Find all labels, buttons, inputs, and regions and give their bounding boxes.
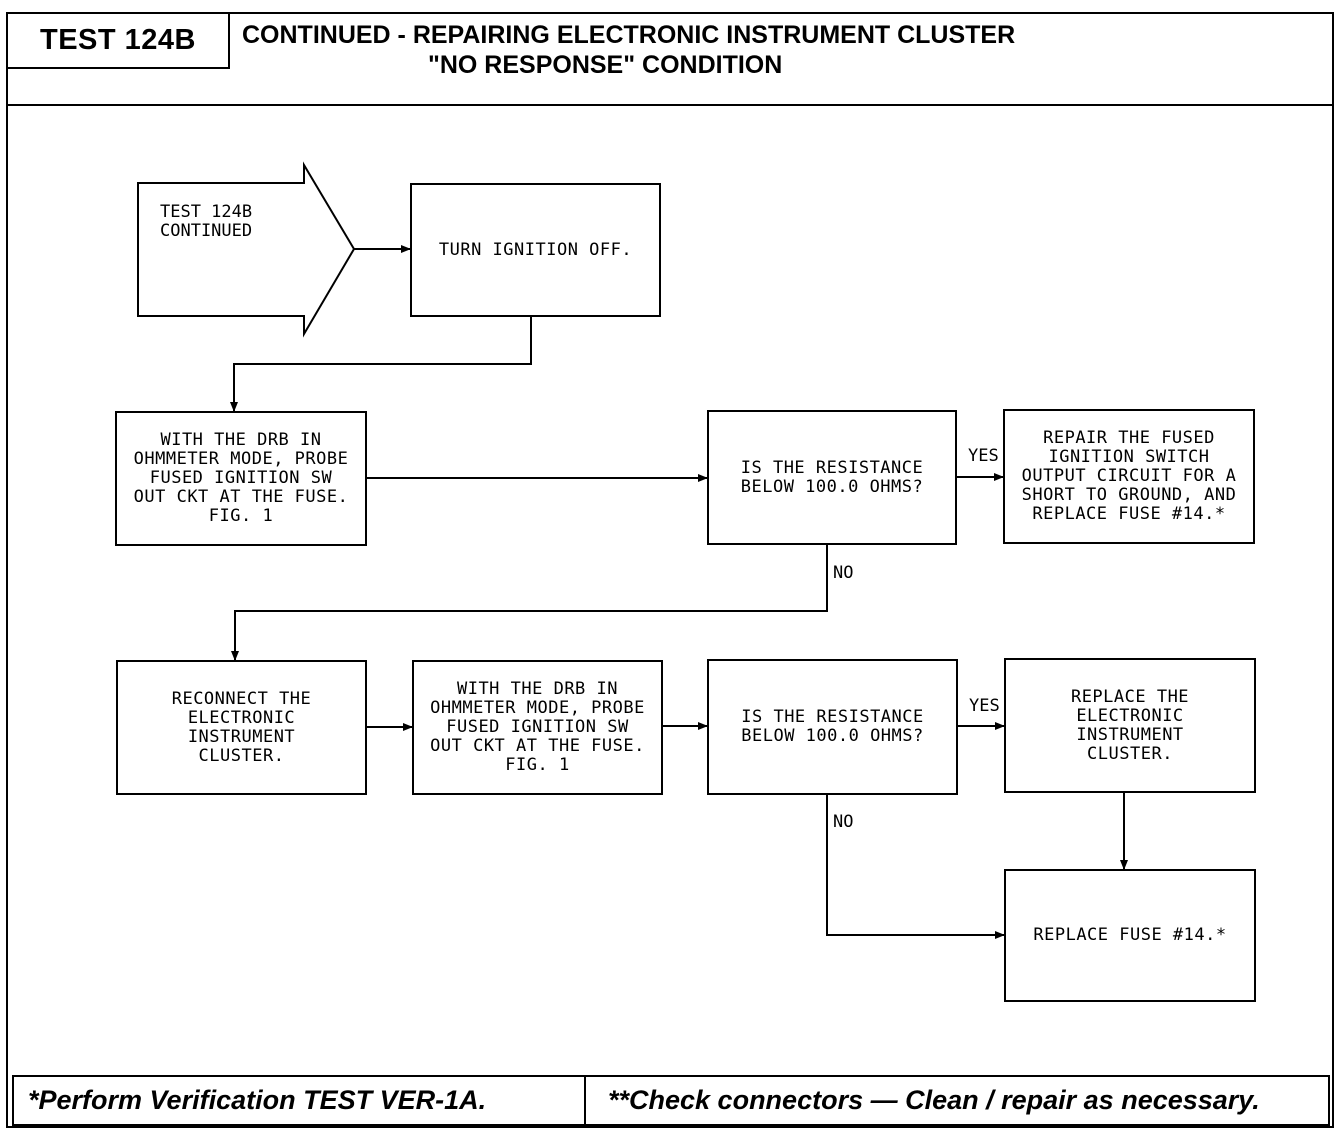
reconnect-cluster-text: RECONNECT THE ELECTRONIC INSTRUMENT CLUS… — [171, 688, 312, 766]
no-label-2: NO — [833, 812, 854, 832]
footer-verification-text: *Perform Verification TEST VER-1A. — [28, 1085, 487, 1115]
reconnect-cluster-box: RECONNECT THE ELECTRONIC INSTRUMENT CLUS… — [116, 660, 367, 795]
repair-circuit-box: REPAIR THE FUSED IGNITION SWITCH OUTPUT … — [1003, 409, 1255, 544]
footer-connectors-text: **Check connectors — Clean / repair as n… — [608, 1085, 1260, 1115]
footer-top-rule — [12, 1075, 1330, 1077]
connector-question2-no — [826, 794, 1005, 939]
resistance-question-text-1: IS THE RESISTANCE BELOW 100.0 OHMS? — [740, 457, 924, 497]
connector-turnoff-to-probe1 — [230, 316, 532, 412]
page-frame — [6, 12, 1334, 1128]
resistance-question-box-2: IS THE RESISTANCE BELOW 100.0 OHMS? — [707, 659, 958, 795]
header-divider — [6, 104, 1334, 106]
no-label-1: NO — [833, 563, 854, 583]
footer-bottom-rule — [12, 1124, 1330, 1126]
turn-ignition-off-text: TURN IGNITION OFF. — [438, 239, 633, 260]
yes-label-2: YES — [969, 696, 1000, 716]
start-arrow-shape — [137, 161, 356, 338]
footer-verification-note: *Perform Verification TEST VER-1A. — [12, 1077, 586, 1124]
probe-circuit-box-2: WITH THE DRB IN OHMMETER MODE, PROBE FUS… — [412, 660, 663, 795]
connector-question1-no — [231, 545, 828, 661]
repair-circuit-text: REPAIR THE FUSED IGNITION SWITCH OUTPUT … — [1021, 428, 1237, 524]
page-title: CONTINUED - REPAIRING ELECTRONIC INSTRUM… — [242, 20, 1015, 80]
resistance-question-box-1: IS THE RESISTANCE BELOW 100.0 OHMS? — [707, 410, 957, 545]
replace-fuse-text: REPLACE FUSE #14.* — [1033, 925, 1227, 945]
test-id-box: TEST 124B — [8, 14, 230, 69]
yes-label-1: YES — [968, 446, 999, 466]
title-line-2: "NO RESPONSE" CONDITION — [428, 51, 783, 79]
replace-cluster-box: REPLACE THE ELECTRONIC INSTRUMENT CLUSTE… — [1004, 658, 1256, 793]
probe-circuit-text-2: WITH THE DRB IN OHMMETER MODE, PROBE FUS… — [430, 679, 645, 775]
footer-connectors-note: **Check connectors — Clean / repair as n… — [586, 1077, 1330, 1124]
probe-circuit-text-1: WITH THE DRB IN OHMMETER MODE, PROBE FUS… — [133, 430, 349, 526]
probe-circuit-box-1: WITH THE DRB IN OHMMETER MODE, PROBE FUS… — [115, 411, 367, 546]
test-id: TEST 124B — [40, 24, 196, 56]
replace-fuse-box: REPLACE FUSE #14.* — [1004, 869, 1256, 1002]
turn-ignition-off-box: TURN IGNITION OFF. — [410, 183, 661, 317]
title-line-1: CONTINUED - REPAIRING ELECTRONIC INSTRUM… — [242, 21, 1016, 49]
start-label: TEST 124B CONTINUED — [160, 202, 253, 241]
replace-cluster-text: REPLACE THE ELECTRONIC INSTRUMENT CLUSTE… — [1070, 686, 1190, 764]
resistance-question-text-2: IS THE RESISTANCE BELOW 100.0 OHMS? — [741, 707, 924, 746]
